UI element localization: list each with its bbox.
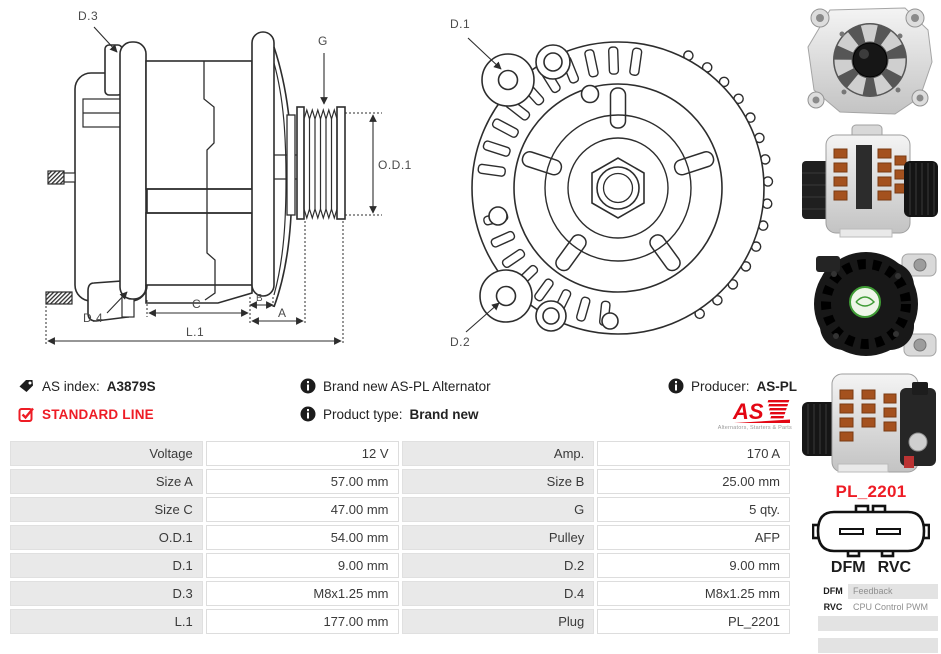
info-icon <box>300 406 316 422</box>
product-type-label: Product type: <box>323 406 403 422</box>
spec-label-cell: D.3 <box>10 581 203 606</box>
legend-desc: Feedback <box>848 584 938 599</box>
spec-value-cell: M8x1.25 mm <box>597 581 790 606</box>
info-icon <box>300 378 316 394</box>
brand-new-text: Brand new AS-PL Alternator <box>323 378 491 394</box>
legend-row-empty <box>818 616 938 631</box>
spec-label-cell: D.4 <box>401 581 595 606</box>
checkbox-checked-icon <box>18 407 34 422</box>
mounting-ear-d1 <box>481 53 535 107</box>
producer-label: Producer: <box>691 378 750 394</box>
plug-pin-labels: DFM RVC <box>810 559 932 577</box>
legend-row-empty <box>818 638 938 653</box>
as-index-label: AS index: <box>42 379 100 394</box>
spec-label-cell: Size A <box>10 469 203 494</box>
spec-table: Voltage 12 V Amp. 170 A Size A 57.00 mm … <box>10 441 790 634</box>
spec-label-cell: O.D.1 <box>10 525 203 550</box>
product-photo-front[interactable] <box>800 2 941 120</box>
legend-row: RVC CPU Control PWM <box>818 600 938 615</box>
dim-label-d1: D.1 <box>450 17 470 31</box>
spec-label-cell: Amp. <box>401 441 595 466</box>
as-index-row: AS index: A3879S <box>18 378 156 395</box>
dim-label-l1: L.1 <box>186 325 204 339</box>
standard-line-label: STANDARD LINE <box>42 407 154 422</box>
spec-label-cell: D.1 <box>10 553 203 578</box>
brand-new-row: Brand new AS-PL Alternator <box>300 378 491 394</box>
spec-value-cell: 47.00 mm <box>205 497 399 522</box>
spec-value-cell: 57.00 mm <box>205 469 399 494</box>
info-icon <box>668 378 684 394</box>
front-view-drawing: D.1 D.2 <box>450 17 774 349</box>
spec-label-cell: Pulley <box>401 525 595 550</box>
threaded-stud-bottom <box>45 291 73 305</box>
plug-name: PL_2201 <box>835 482 907 501</box>
product-type-value: Brand new <box>409 406 479 422</box>
product-photo-rear[interactable] <box>800 244 941 364</box>
spec-label-cell: G <box>401 497 595 522</box>
legend-desc: CPU Control PWM <box>853 602 929 612</box>
pulley <box>296 106 305 220</box>
dim-label-od1: O.D.1 <box>378 158 412 172</box>
dim-label-d3: D.3 <box>78 9 98 23</box>
spec-value-cell: 9.00 mm <box>597 553 790 578</box>
dim-label-d4: D.4 <box>83 311 103 325</box>
dim-label-a: A <box>278 306 287 320</box>
legend-key: DFM <box>818 584 848 599</box>
spec-value-cell: 54.00 mm <box>205 525 399 550</box>
side-view-drawing: D.3 G O.D.1 D.4 C B A L.1 <box>45 9 412 345</box>
spec-label-cell: Size C <box>10 497 203 522</box>
plug-pin-rvc: RVC <box>877 559 912 576</box>
spec-value-cell: M8x1.25 mm <box>205 581 399 606</box>
tag-icon <box>19 380 33 392</box>
spec-label-cell: Size B <box>401 469 595 494</box>
spec-label-cell: D.2 <box>401 553 595 578</box>
dim-label-d2: D.2 <box>450 335 470 349</box>
spec-value-cell: 12 V <box>205 441 399 466</box>
logo-as-text: AS <box>732 399 764 424</box>
dim-label-b: B <box>256 293 263 304</box>
legend-key: RVC <box>818 600 848 615</box>
legend-row: DFM Feedback <box>818 584 938 599</box>
spec-value-cell: 25.00 mm <box>597 469 790 494</box>
spec-label-cell: L.1 <box>10 609 203 634</box>
spec-value-cell: AFP <box>597 525 790 550</box>
plug-connector-diagram <box>812 504 930 558</box>
spec-value-cell: 177.00 mm <box>205 609 399 634</box>
dim-label-c: C <box>192 297 201 311</box>
as-pl-logo: AS <box>732 399 790 424</box>
producer-row: Producer: AS-PL <box>668 378 797 394</box>
spec-value-cell: 5 qty. <box>597 497 790 522</box>
product-type-row: Product type: Brand new <box>300 406 479 422</box>
product-photo-side-right[interactable] <box>800 121 941 242</box>
mounting-lug-d4 <box>87 280 129 322</box>
product-photo-side-left[interactable] <box>800 368 941 478</box>
logo-tagline: Alternators, Starters & Parts <box>717 425 792 431</box>
spec-value-cell: 170 A <box>597 441 790 466</box>
spec-label-cell: Voltage <box>10 441 203 466</box>
dim-label-g: G <box>318 34 328 48</box>
standard-line-row: STANDARD LINE <box>18 406 154 423</box>
mounting-ear-d2 <box>479 269 533 323</box>
producer-value: AS-PL <box>756 378 798 394</box>
as-index-value: A3879S <box>106 379 156 394</box>
spec-value-cell: PL_2201 <box>597 609 790 634</box>
threaded-stud-top <box>47 170 65 185</box>
plug-pin-dfm: DFM <box>830 559 866 576</box>
spec-value-cell: 9.00 mm <box>205 553 399 578</box>
spec-label-cell: Plug <box>401 609 595 634</box>
plug-legend: DFM Feedback RVC CPU Control PWM <box>818 584 938 654</box>
shaft-nut <box>591 157 645 219</box>
